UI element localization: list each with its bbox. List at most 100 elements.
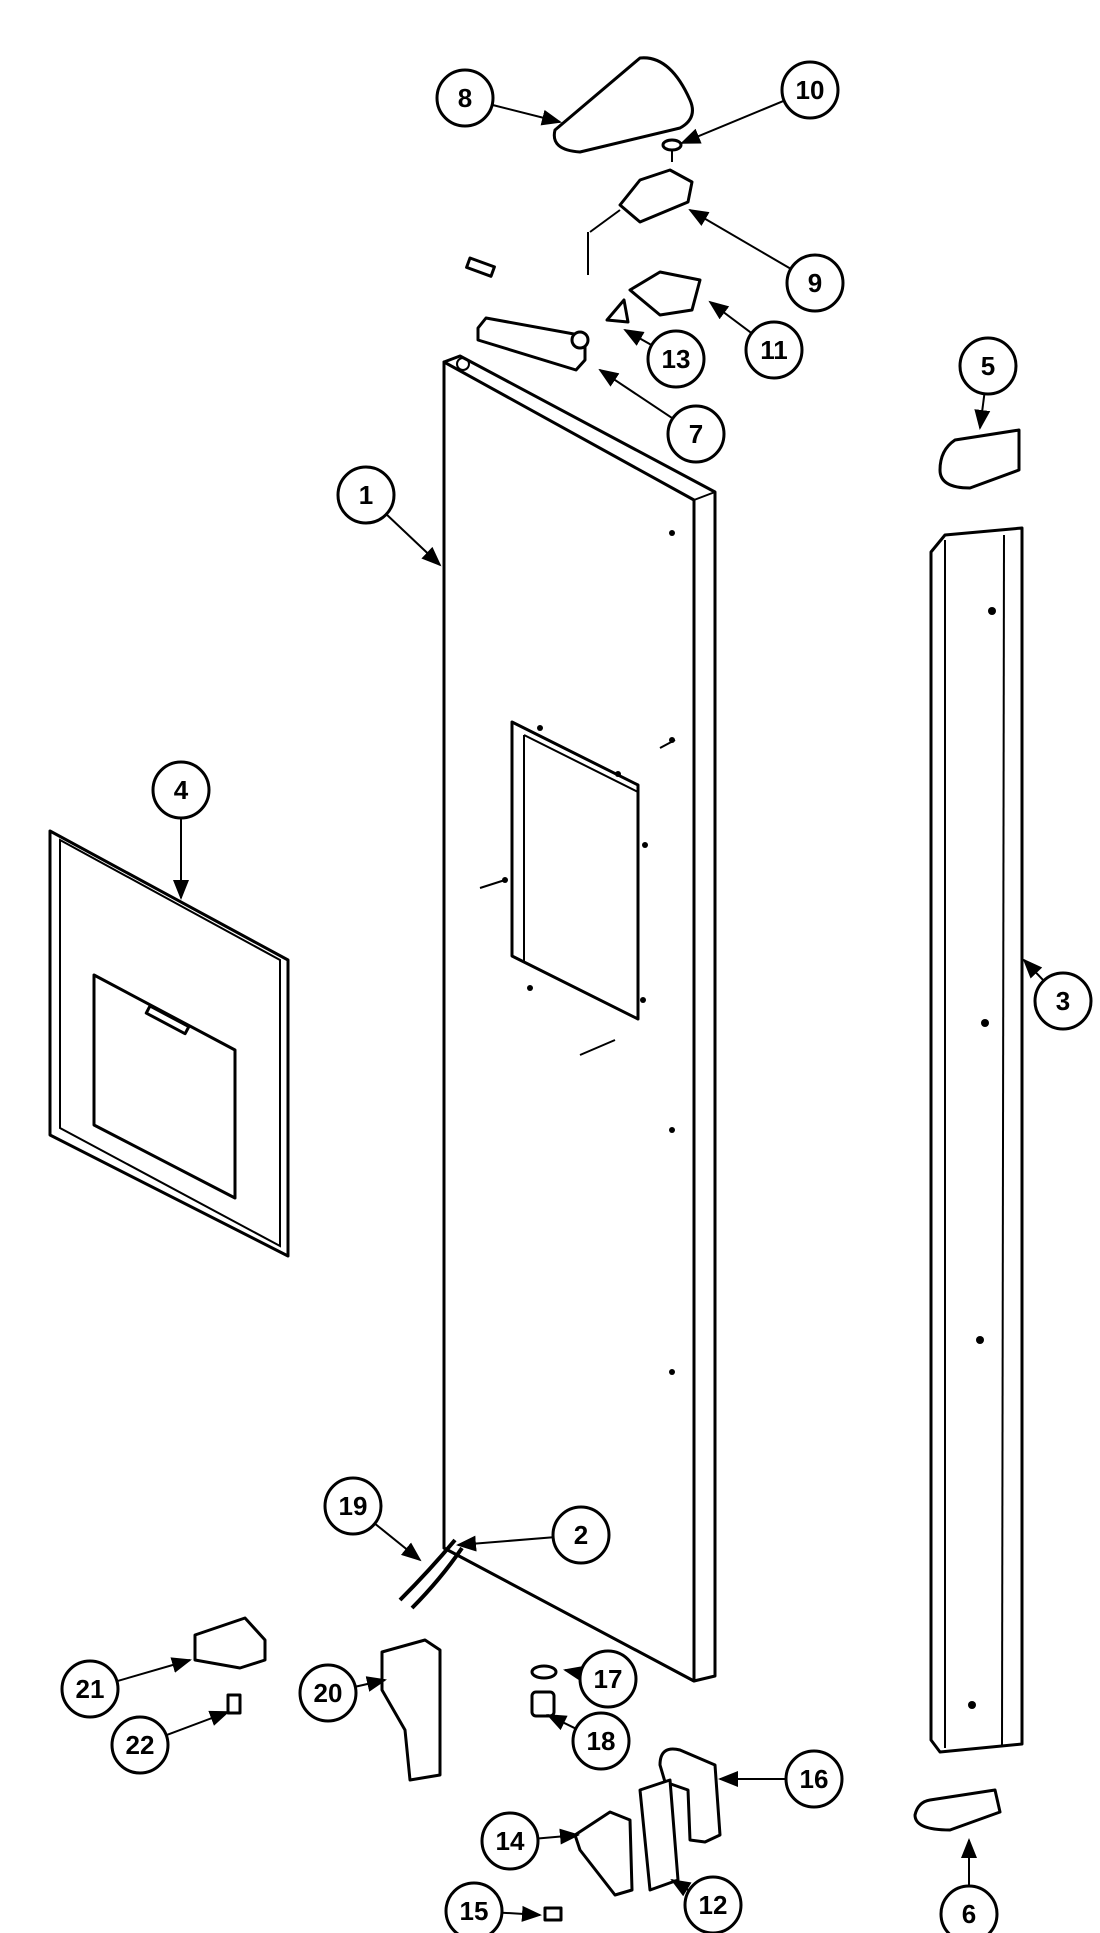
callout-label: 19 (339, 1491, 368, 1521)
callout-3: 3 (1022, 958, 1093, 1031)
hinge-plate (658, 1747, 722, 1844)
callout-4: 4 (151, 760, 211, 900)
callout-label: 18 (587, 1726, 616, 1756)
leader-arrow (374, 1522, 422, 1562)
screw (661, 138, 683, 162)
callout-circle (578, 1649, 638, 1709)
callout-19: 19 (323, 1476, 422, 1562)
callout-label: 2 (574, 1520, 588, 1550)
callout-18: 18 (546, 1711, 631, 1771)
door-trim-rail (929, 526, 1024, 1754)
top-hinge (587, 168, 694, 275)
callout-circle (60, 1659, 120, 1719)
callout-label: 21 (76, 1674, 105, 1704)
leader-arrow (355, 1676, 387, 1692)
clip (605, 298, 630, 324)
callout-circle (110, 1715, 170, 1775)
callout-14: 14 (480, 1811, 580, 1871)
callout-label: 9 (808, 268, 822, 298)
callout-circle (480, 1811, 540, 1871)
leader-arrow (623, 329, 653, 347)
callout-9: 9 (688, 208, 845, 313)
callout-11: 11 (708, 300, 804, 380)
callout-7: 7 (598, 368, 726, 464)
callout-label: 10 (796, 75, 825, 105)
callout-circle (571, 1711, 631, 1771)
callout-circle (551, 1505, 611, 1565)
callout-label: 13 (662, 344, 691, 374)
callout-label: 3 (1056, 986, 1070, 1016)
leader-arrow (491, 103, 562, 126)
washer (530, 1664, 558, 1680)
water-tube (398, 1538, 464, 1610)
callout-8: 8 (435, 68, 562, 128)
callout-label: 11 (760, 335, 788, 365)
callout-label: 20 (314, 1678, 343, 1708)
callout-label: 7 (689, 419, 703, 449)
callout-label: 8 (458, 83, 472, 113)
leader-arrow (708, 300, 753, 335)
callout-circle (666, 404, 726, 464)
hinge-cover (552, 56, 694, 154)
callout-20: 20 (298, 1663, 387, 1723)
callout-circle (323, 1476, 383, 1536)
bushing (530, 1690, 556, 1718)
leader-arrow (546, 1714, 577, 1731)
bracket (193, 1616, 267, 1670)
callout-1: 1 (336, 465, 442, 567)
callout-circle (939, 1884, 999, 1933)
callout-circle (784, 1749, 844, 1809)
callout-circle (646, 329, 706, 389)
callout-12: 12 (670, 1875, 743, 1933)
leader-arrow (974, 393, 991, 430)
callout-17: 17 (563, 1649, 638, 1709)
dispenser-trim-panel (48, 829, 290, 1258)
callout-label: 15 (460, 1896, 489, 1926)
callout-label: 5 (981, 351, 995, 381)
hinge-shim-bottom (638, 1778, 680, 1892)
callout-circle (151, 760, 211, 820)
callout-circle (780, 60, 840, 120)
leader-arrow (501, 1905, 542, 1922)
hinge-screw (543, 1906, 563, 1922)
callout-label: 22 (126, 1730, 155, 1760)
callout-circle (683, 1875, 743, 1933)
leader-arrow (456, 1535, 554, 1552)
callout-circle (336, 465, 396, 525)
callout-22: 22 (110, 1710, 230, 1775)
callout-16: 16 (718, 1749, 844, 1809)
callout-label: 14 (496, 1826, 525, 1856)
callout-15: 15 (444, 1881, 542, 1933)
callout-circle (744, 320, 804, 380)
callout-label: 16 (800, 1764, 829, 1794)
leader-arrow (537, 1828, 580, 1845)
leader-arrow (385, 513, 442, 567)
callout-circle (958, 336, 1018, 396)
callout-label: 12 (699, 1890, 728, 1920)
leader-arrow (598, 368, 674, 420)
callout-label: 1 (359, 480, 373, 510)
callout-label: 4 (174, 775, 189, 805)
callout-circle (1033, 971, 1093, 1031)
leader-arrow (680, 99, 785, 144)
callout-21: 21 (60, 1657, 192, 1719)
door-closer (465, 256, 590, 372)
leader-arrow (688, 208, 792, 270)
leader-arrow (1022, 958, 1045, 982)
callout-10: 10 (680, 60, 840, 144)
leader-arrow (116, 1657, 192, 1683)
callout-circle (298, 1663, 358, 1723)
callout-13: 13 (623, 329, 706, 389)
leader-arrow (165, 1710, 230, 1737)
callout-2: 2 (456, 1505, 611, 1565)
callout-circle (444, 1881, 504, 1933)
callout-label: 6 (962, 1899, 976, 1929)
bracket-screw (226, 1693, 242, 1715)
leader-arrow (670, 1878, 692, 1897)
door-panel (442, 354, 717, 1683)
hinge-shim (628, 270, 702, 317)
callout-circle (785, 253, 845, 313)
callout-5: 5 (958, 336, 1018, 430)
